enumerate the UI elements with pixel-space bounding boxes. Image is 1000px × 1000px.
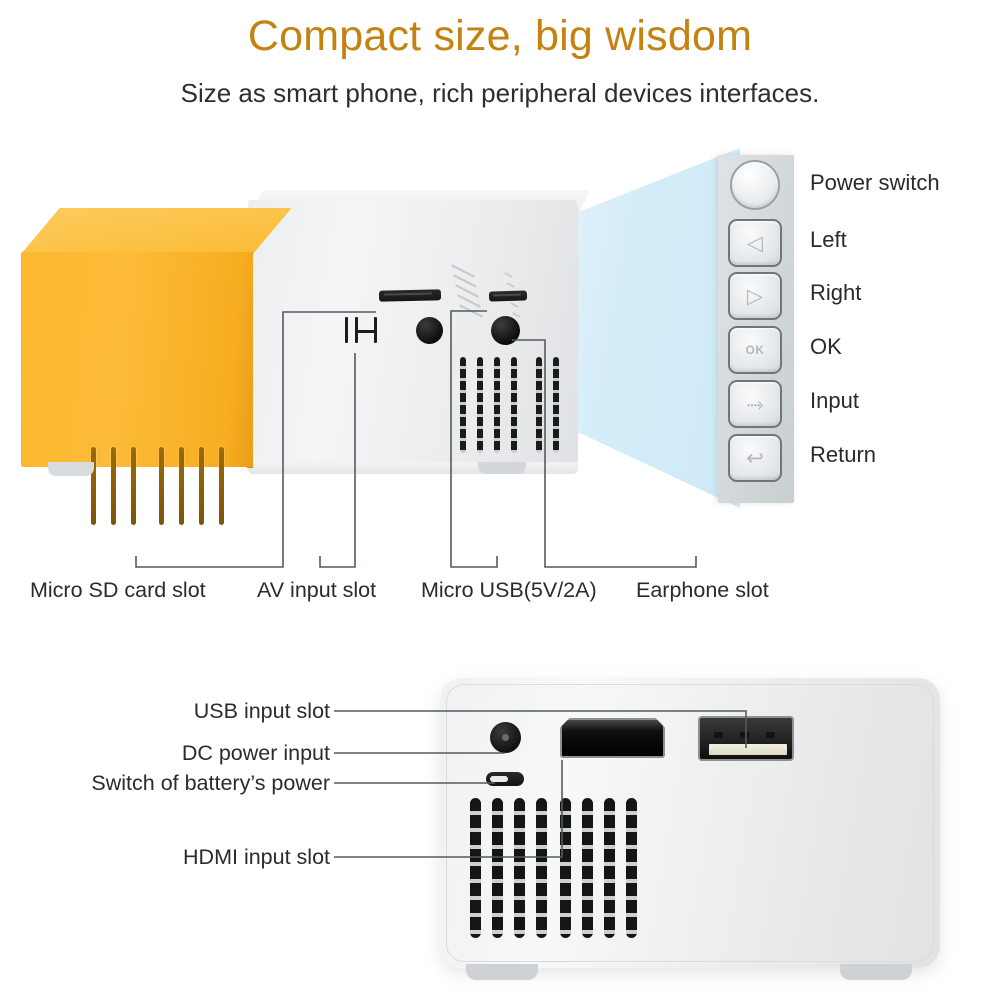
- rear-vent-slots-icon: [470, 798, 650, 938]
- control-label-ok: OK: [810, 334, 842, 359]
- rear-foot-left: [466, 964, 538, 980]
- projector-yellow-front-face: [21, 252, 253, 525]
- input-source-icon[interactable]: ⤑: [728, 380, 782, 428]
- callout-label-battery-switch: Switch of battery’s power: [91, 771, 330, 795]
- control-row-left[interactable]: ◁ Left: [718, 215, 998, 269]
- control-row-return[interactable]: ↩ Return: [718, 430, 998, 484]
- control-label-right: Right: [810, 280, 862, 305]
- control-label-power: Power switch: [810, 170, 940, 195]
- micro-usb-icon: [488, 290, 528, 302]
- control-label-input: Input: [810, 388, 859, 413]
- control-label-return: Return: [810, 442, 877, 467]
- callout-label-earphone: Earphone slot: [636, 578, 769, 602]
- battery-power-switch-icon: [486, 772, 524, 786]
- arrow-left-icon[interactable]: ◁: [728, 219, 782, 267]
- side-vent-slots-icon: [460, 357, 580, 453]
- projector-foot-left: [48, 462, 94, 476]
- callout-label-micro-sd: Micro SD card slot: [30, 578, 206, 602]
- control-row-input[interactable]: ⤑ Input: [718, 376, 998, 430]
- input-glyph: ⤑: [746, 392, 764, 416]
- callout-label-hdmi-input: HDMI input slot: [183, 845, 330, 869]
- usb-a-port-icon: [698, 716, 794, 761]
- control-row-ok[interactable]: OK OK: [718, 322, 998, 376]
- projector-foot-right: [478, 462, 526, 474]
- power-circle-icon[interactable]: [730, 160, 780, 210]
- arrow-right-glyph: ▷: [746, 284, 764, 308]
- control-label-left: Left: [810, 227, 847, 252]
- arrow-left-glyph: ◁: [746, 231, 764, 255]
- projector-yellow-top-face: [21, 208, 292, 254]
- control-row-power[interactable]: Power switch: [718, 158, 998, 212]
- control-row-right[interactable]: ▷ Right: [718, 268, 998, 322]
- callout-label-micro-usb: Micro USB(5V/2A): [421, 578, 597, 602]
- callout-label-av-input: AV input slot: [257, 578, 377, 602]
- earphone-jack-icon: [491, 316, 520, 345]
- av-input-icon: [345, 317, 381, 343]
- front-vent-slots-icon: [91, 447, 226, 525]
- callout-label-usb-input: USB input slot: [193, 699, 330, 723]
- ok-glyph: OK: [745, 343, 765, 357]
- hdmi-port-icon: [560, 718, 665, 758]
- dc-barrel-jack-icon: [490, 722, 521, 753]
- page-title: Compact size, big wisdom: [247, 12, 753, 60]
- return-back-icon[interactable]: ↩: [728, 434, 782, 482]
- arrow-right-icon[interactable]: ▷: [728, 272, 782, 320]
- projector-body-top-view: [8, 190, 590, 525]
- rear-foot-right: [840, 964, 912, 980]
- ok-button-icon[interactable]: OK: [728, 326, 782, 374]
- av-jack-icon: [416, 317, 443, 344]
- callout-label-dc-power: DC power input: [181, 741, 330, 765]
- page-subtitle: Size as smart phone, rich peripheral dev…: [180, 78, 820, 108]
- sd-card-slot-icon: [378, 289, 442, 302]
- return-glyph: ↩: [746, 446, 764, 470]
